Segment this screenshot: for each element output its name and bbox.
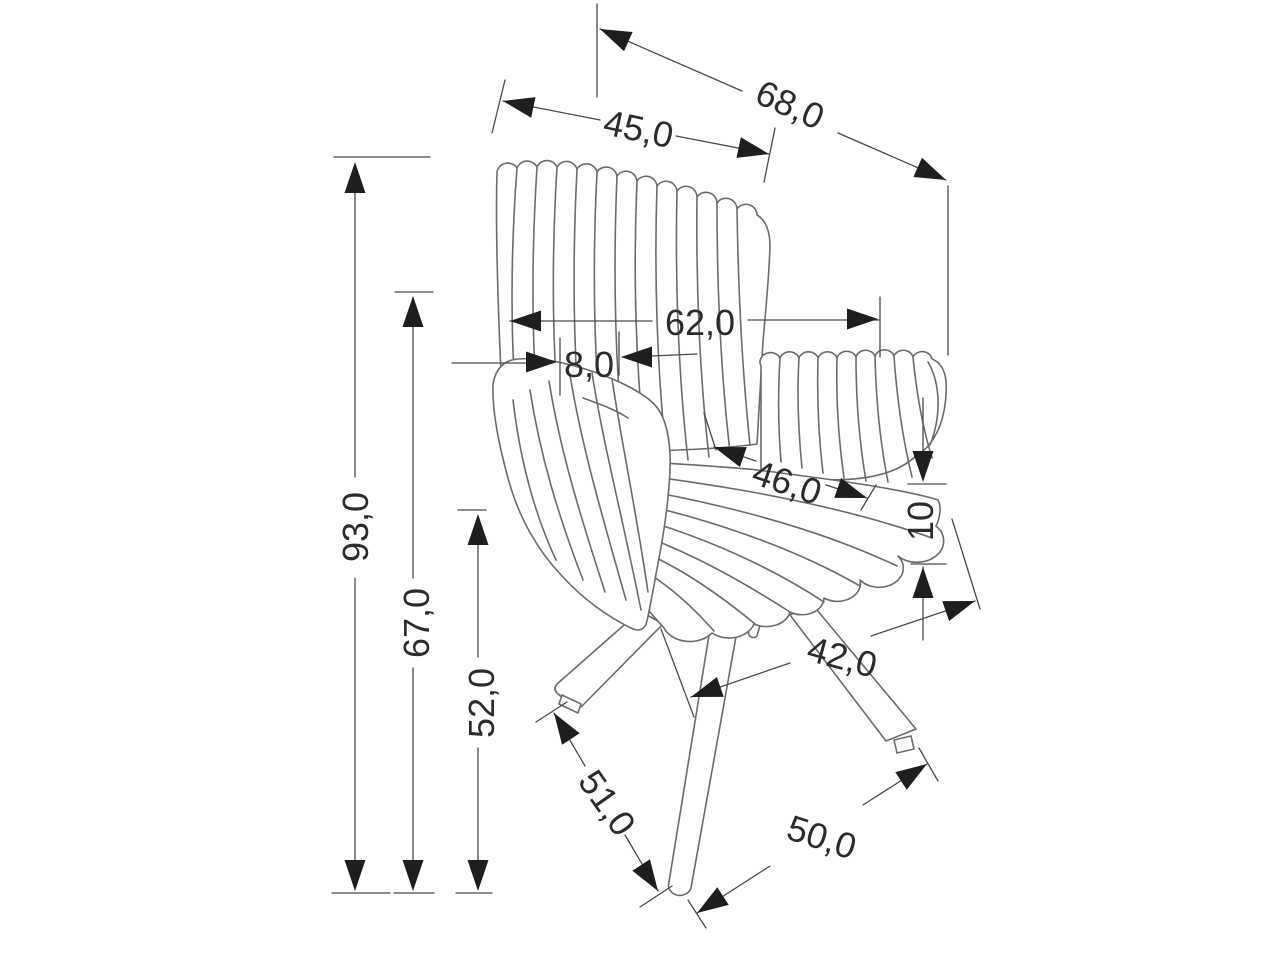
chair-right-armrest [759, 349, 947, 483]
left-armrest-ribs [512, 372, 649, 611]
right-armrest-ribs [777, 355, 939, 483]
chair-illustration [492, 159, 947, 897]
right-foot [893, 735, 915, 754]
dimension-armrest-top-width: 8,0 [451, 331, 698, 396]
chair-left-leg [554, 610, 664, 714]
dim-label-seat-height: 52,0 [461, 668, 502, 738]
chair-left-armrest [492, 357, 671, 631]
dim-label-cushion-thickness: 10 [900, 501, 941, 541]
dim-label-armrest-top-width: 8,0 [564, 344, 614, 385]
left-foot [558, 694, 582, 714]
dim-label-overall-height: 93,0 [335, 492, 376, 562]
seat-channel-lines [559, 465, 933, 632]
dimension-overall-height: 93,0 [333, 156, 431, 891]
dimension-cushion-thickness: 10 [900, 397, 947, 641]
dimension-armrest-height: 67,0 [394, 291, 437, 891]
dim-label-backrest-width: 62,0 [665, 302, 735, 343]
dimension-seat-height: 52,0 [457, 509, 502, 891]
dimension-backrest-width: 62,0 [509, 296, 881, 358]
dim-label-armrest-height: 67,0 [396, 588, 437, 658]
